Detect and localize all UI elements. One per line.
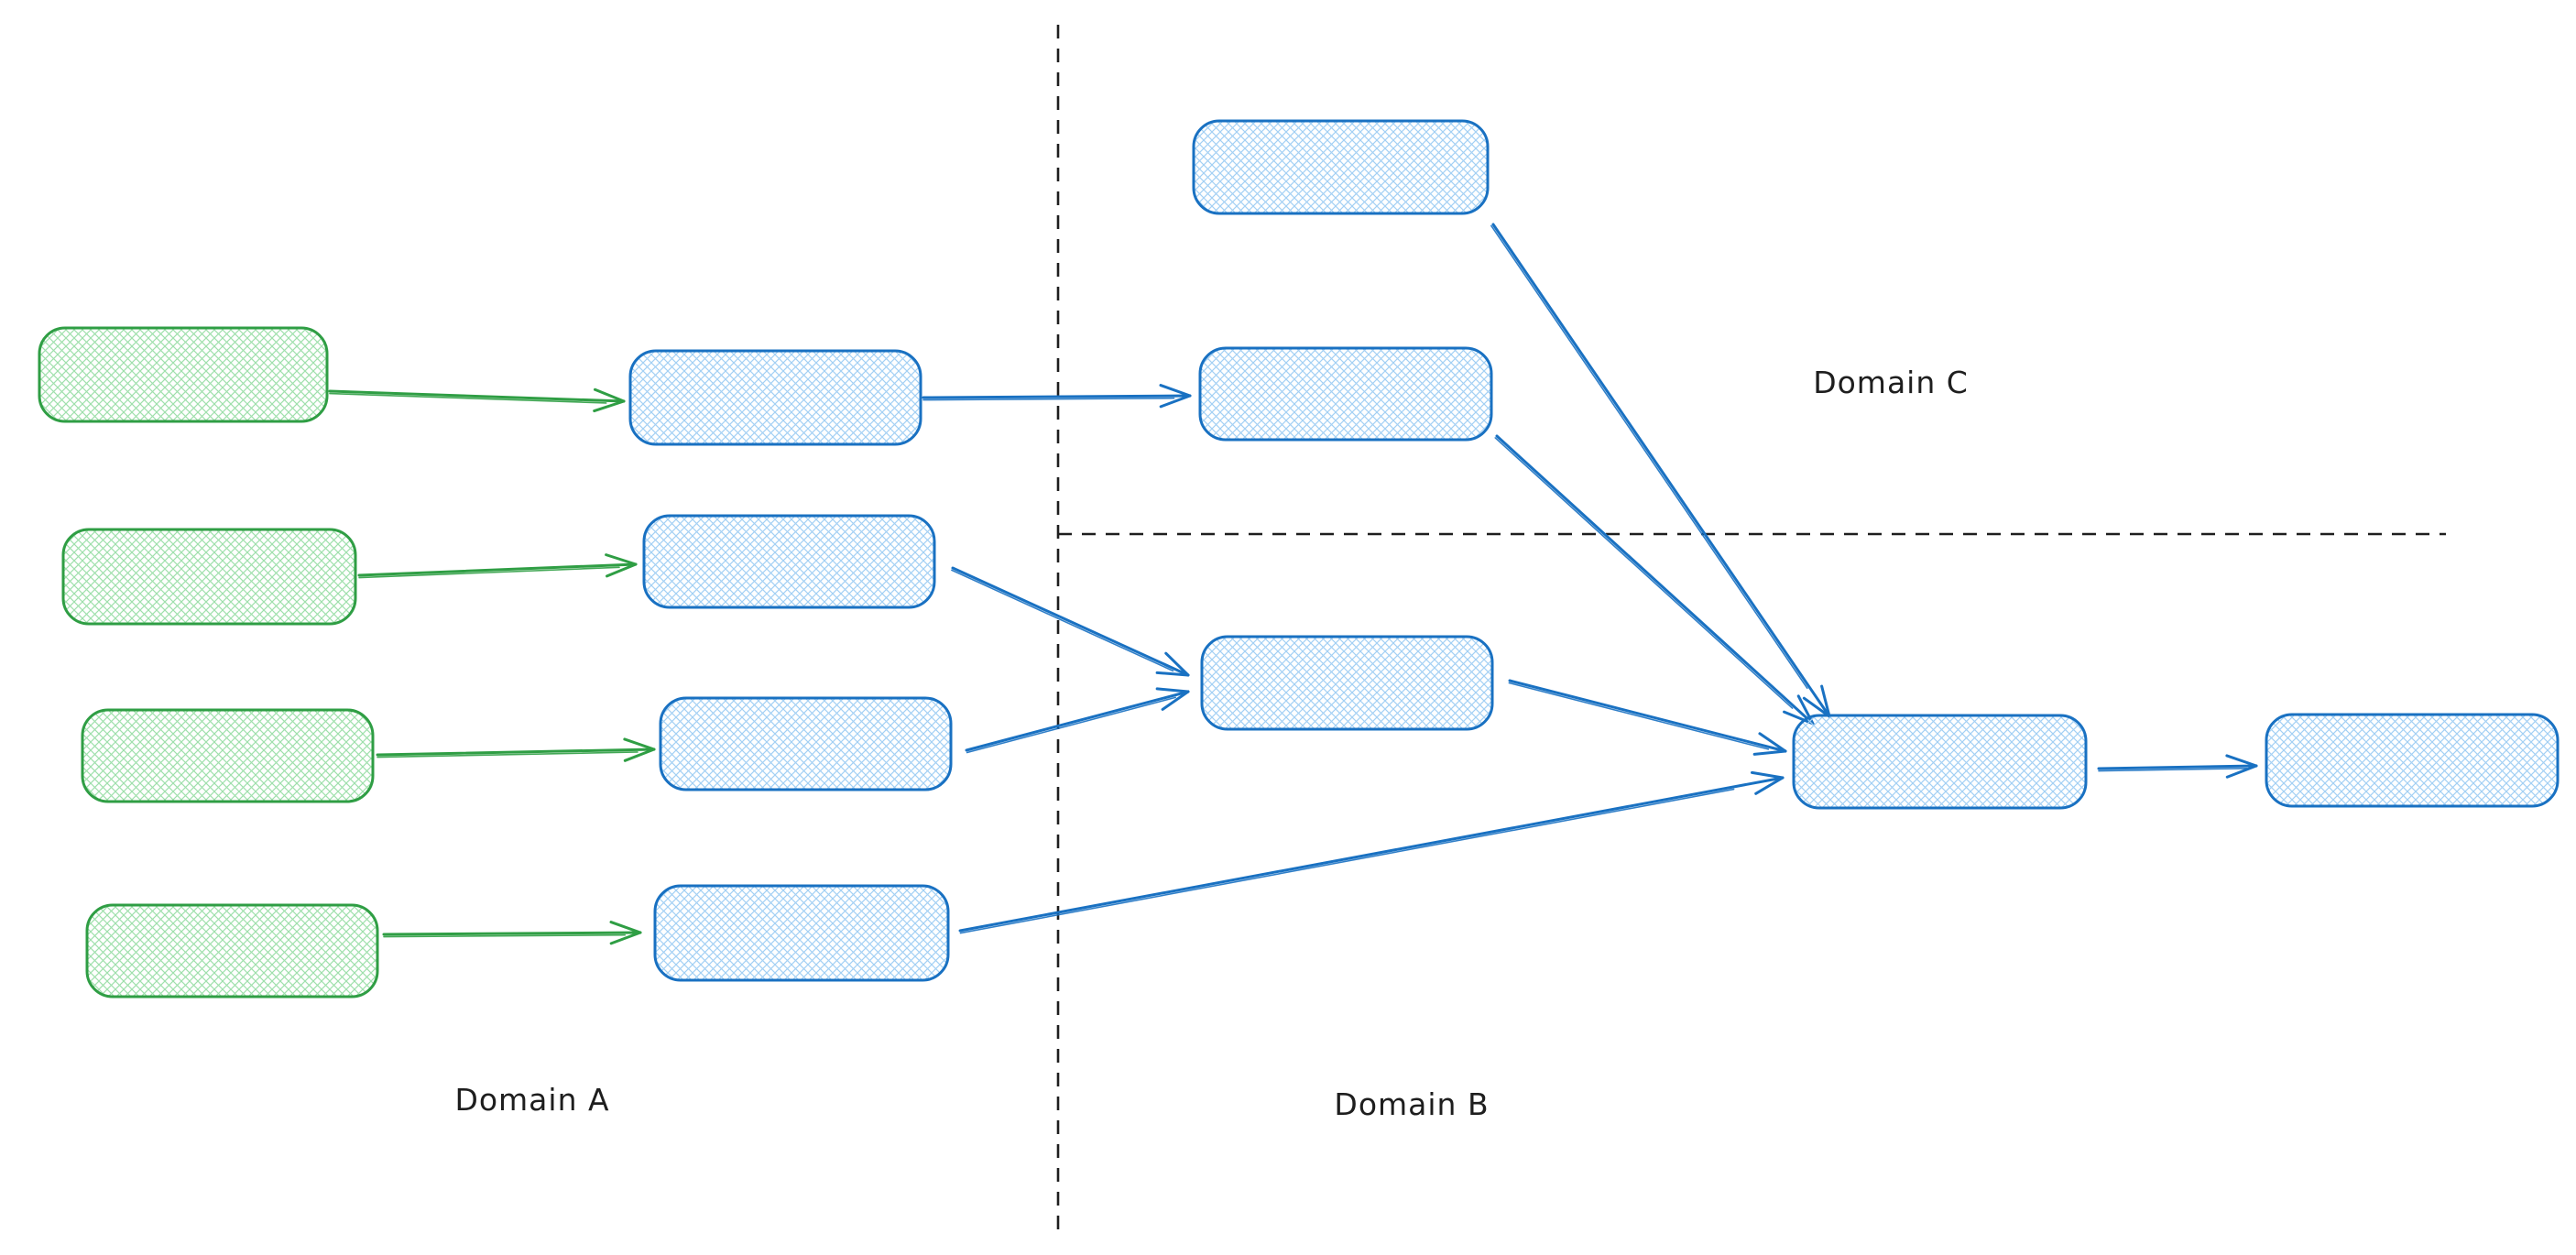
arrow-a2-to-b-mid (951, 566, 1190, 677)
domain-b-label: Domain B (1334, 1086, 1489, 1122)
node-blue-box-b-upper (1198, 346, 1493, 442)
arrow-a4-to-hub (958, 770, 1785, 934)
arrow-a3-to-b-mid (965, 687, 1190, 754)
arrow-hub-to-output (2097, 754, 2258, 779)
node-blue-box-a1 (628, 349, 922, 446)
node-blue-box-hub (1792, 714, 2088, 810)
arrow-green-2 (357, 553, 638, 579)
arrow-b-upper-to-hub (1494, 434, 1815, 726)
arrow-green-4 (382, 921, 642, 945)
node-blue-box-output (2265, 713, 2560, 808)
node-green-box-1 (38, 326, 329, 423)
arrow-green-1 (328, 387, 626, 413)
node-blue-box-a4 (653, 884, 950, 982)
domain-a-label: Domain A (454, 1082, 609, 1118)
node-blue-box-a2 (642, 514, 936, 609)
node-green-box-2 (61, 528, 357, 626)
node-blue-box-b-mid (1200, 635, 1494, 731)
node-green-box-4 (85, 903, 379, 999)
arrow-c-top-to-hub (1490, 223, 1831, 718)
node-blue-box-c-top (1192, 119, 1490, 215)
domain-c-label: Domain C (1813, 365, 1969, 400)
arrow-b-mid-to-hub (1508, 679, 1787, 756)
arrow-a1-to-b-upper (922, 384, 1192, 409)
arrow-green-3 (376, 737, 656, 762)
node-blue-box-a3 (659, 696, 953, 791)
node-green-box-3 (81, 708, 375, 803)
